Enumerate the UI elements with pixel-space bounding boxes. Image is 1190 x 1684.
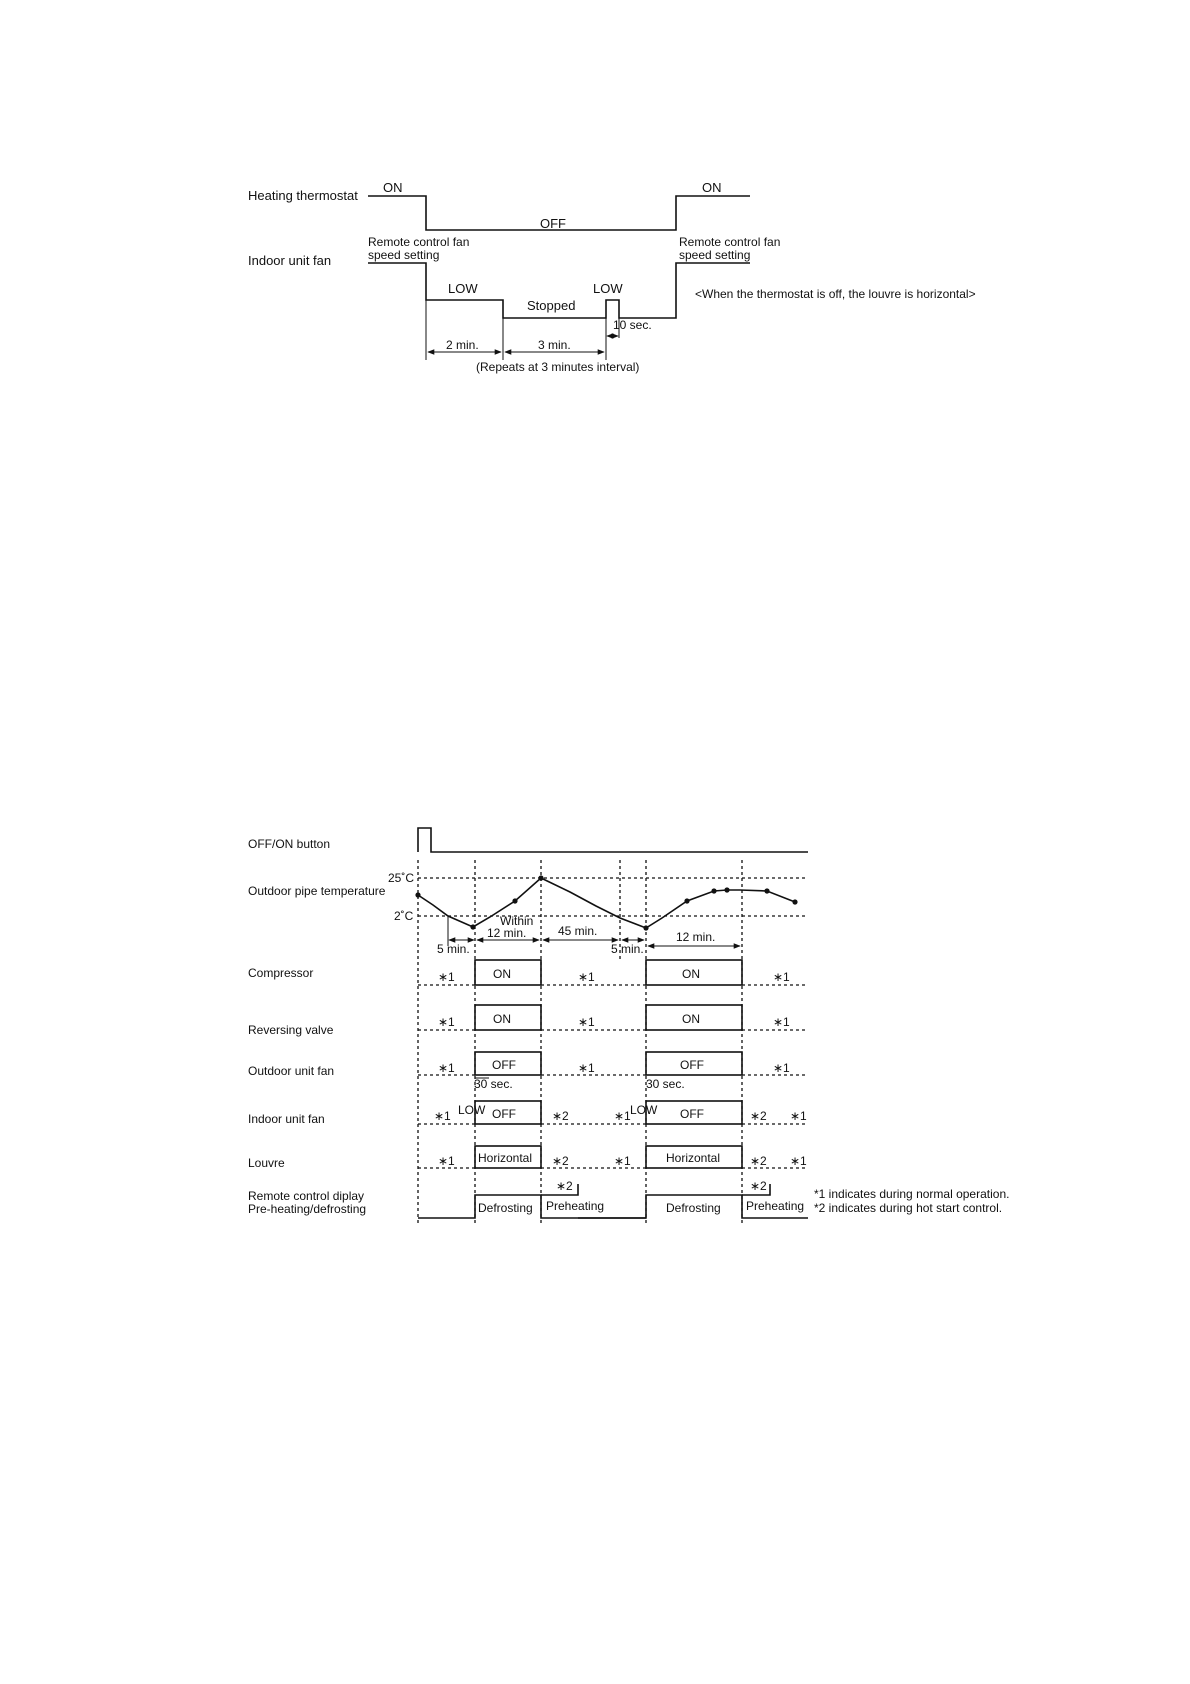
three-min-label: 3 min. [538, 338, 571, 352]
ten-sec-label: 10 sec. [613, 318, 652, 332]
five-min-label-2: 5 min. [611, 942, 644, 956]
fan-stopped: Stopped [527, 298, 575, 313]
louvre-note-3: ∗1 [614, 1154, 631, 1168]
outdoor-fan-note-3: ∗1 [773, 1061, 790, 1075]
fan-low-1: LOW [448, 281, 478, 296]
remote-setting-left-line2: speed setting [368, 248, 439, 262]
outdoor-fan-note-1: ∗1 [438, 1061, 455, 1075]
indoor-fan-note-4: ∗2 [750, 1109, 767, 1123]
display-defrosting-2: Defrosting [666, 1201, 721, 1215]
remote-setting-right-line1: Remote control fan [679, 235, 780, 249]
indoor-fan-low-1: LOW [458, 1103, 486, 1117]
reversing-valve-on-1: ON [493, 1012, 511, 1026]
within-label: Within [500, 914, 533, 928]
display-defrosting-1: Defrosting [478, 1201, 533, 1215]
thermostat-on-right: ON [702, 180, 722, 195]
forty-five-min-label: 45 min. [558, 924, 597, 938]
indoor-fan-off-2: OFF [680, 1107, 704, 1121]
off-on-button-signal [417, 827, 808, 853]
louvre-horizontal-1: Horizontal [478, 1151, 532, 1165]
footnote-2: *2 indicates during hot start control. [814, 1201, 1002, 1215]
reversing-valve-note-3: ∗1 [773, 1015, 790, 1029]
indoor-fan-note-5: ∗1 [790, 1109, 807, 1123]
label-heating-thermostat: Heating thermostat [248, 188, 358, 203]
louvre-horizontal-2: Horizontal [666, 1151, 720, 1165]
temp-sample-points [415, 875, 798, 931]
compressor-on-2: ON [682, 967, 700, 981]
display-preheating-1: Preheating [546, 1199, 604, 1213]
label-reversing-valve: Reversing valve [248, 1023, 334, 1037]
repeat-label: (Repeats at 3 minutes interval) [476, 360, 639, 374]
remote-setting-left-line1: Remote control fan [368, 235, 469, 249]
display-note-1: ∗2 [556, 1179, 573, 1193]
temp-2c-label: 2˚C [394, 909, 414, 923]
display-note-2: ∗2 [750, 1179, 767, 1193]
defrost-diagram: OFF/ON button Outdoor pipe temperature C… [248, 827, 1009, 1224]
label-louvre: Louvre [248, 1156, 285, 1170]
thermostat-off: OFF [540, 216, 566, 231]
thirty-sec-label-1: 30 sec. [474, 1077, 513, 1091]
label-remote-display-2: Pre-heating/defrosting [248, 1202, 366, 1216]
compressor-note-1: ∗1 [438, 970, 455, 984]
outdoor-fan-off-2: OFF [680, 1058, 704, 1072]
label-outdoor-pipe-temp: Outdoor pipe temperature [248, 884, 386, 898]
thermostat-diagram: Heating thermostat Indoor unit fan ON OF… [248, 180, 976, 374]
footnote-1: *1 indicates during normal operation. [814, 1187, 1009, 1201]
indoor-fan-note-1: ∗1 [434, 1109, 451, 1123]
louvre-note: <When the thermostat is off, the louvre … [695, 287, 976, 301]
label-compressor: Compressor [248, 966, 313, 980]
temp-25c-label: 25˚C [388, 871, 414, 885]
label-indoor-unit-fan: Indoor unit fan [248, 1112, 325, 1126]
outdoor-fan-off-1: OFF [492, 1058, 516, 1072]
indoor-fan-low-2: LOW [630, 1103, 658, 1117]
indoor-fan-note-2: ∗2 [552, 1109, 569, 1123]
label-off-on-button: OFF/ON button [248, 837, 330, 851]
reversing-valve-note-2: ∗1 [578, 1015, 595, 1029]
label-indoor-unit-fan-top: Indoor unit fan [248, 253, 331, 268]
reversing-valve-timeline: ON ON ∗1 ∗1 ∗1 [418, 1004, 808, 1031]
outdoor-fan-timeline: OFF OFF ∗1 ∗1 ∗1 30 sec. 30 sec. [418, 1051, 808, 1091]
indoor-fan-timeline: LOW LOW OFF OFF ∗1 ∗2 ∗1 ∗2 ∗1 [418, 1100, 808, 1125]
compressor-note-3: ∗1 [773, 970, 790, 984]
remote-setting-right-line2: speed setting [679, 248, 750, 262]
louvre-note-1: ∗1 [438, 1154, 455, 1168]
compressor-timeline: ON ON ∗1 ∗1 ∗1 [418, 959, 808, 986]
indoor-fan-note-3: ∗1 [614, 1109, 631, 1123]
louvre-note-5: ∗1 [790, 1154, 807, 1168]
label-outdoor-unit-fan: Outdoor unit fan [248, 1064, 334, 1078]
reversing-valve-on-2: ON [682, 1012, 700, 1026]
display-preheating-2: Preheating [746, 1199, 804, 1213]
louvre-note-4: ∗2 [750, 1154, 767, 1168]
indoor-fan-off-1: OFF [492, 1107, 516, 1121]
indoor-fan-waveform [368, 262, 750, 319]
compressor-note-2: ∗1 [578, 970, 595, 984]
thermostat-on-left: ON [383, 180, 403, 195]
five-min-label-1: 5 min. [437, 942, 470, 956]
twelve-min-label-1: 12 min. [487, 926, 526, 940]
fan-low-2: LOW [593, 281, 623, 296]
compressor-on-1: ON [493, 967, 511, 981]
thermostat-waveform [368, 195, 750, 231]
louvre-note-2: ∗2 [552, 1154, 569, 1168]
two-min-label: 2 min. [446, 338, 479, 352]
louvre-timeline: Horizontal Horizontal ∗1 ∗2 ∗1 ∗2 ∗1 [418, 1145, 808, 1169]
twelve-min-label-2: 12 min. [676, 930, 715, 944]
thirty-sec-label-2: 30 sec. [646, 1077, 685, 1091]
label-remote-display-1: Remote control diplay [248, 1189, 364, 1203]
reversing-valve-note-1: ∗1 [438, 1015, 455, 1029]
remote-display-timeline: Defrosting Preheating Defrosting Preheat… [418, 1179, 808, 1219]
outdoor-fan-note-2: ∗1 [578, 1061, 595, 1075]
